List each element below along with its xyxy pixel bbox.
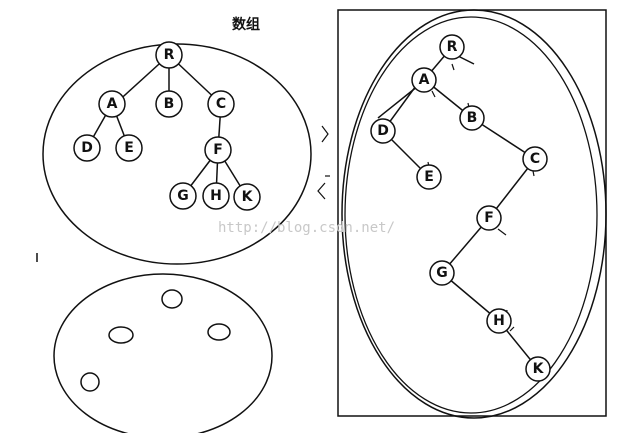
left-node-label: B	[164, 96, 175, 112]
left-node-f	[204, 136, 232, 164]
left-node-d	[73, 134, 101, 162]
right-node-label: H	[493, 313, 505, 329]
right-node-d	[370, 118, 396, 144]
right-ellipse-outer	[341, 9, 607, 419]
left-node-b	[155, 90, 183, 118]
memory-hole	[207, 323, 231, 341]
left-node-label: G	[177, 188, 189, 204]
left-node-label: R	[164, 47, 175, 63]
right-node-label: C	[530, 151, 540, 167]
right-node-e	[416, 164, 442, 190]
memory-ellipse	[53, 273, 273, 433]
right-node-g	[429, 260, 455, 286]
left-node-g	[169, 182, 197, 210]
right-node-label: R	[447, 39, 458, 55]
right-node-f	[476, 205, 502, 231]
memory-hole	[80, 372, 100, 392]
right-tree-edges	[377, 46, 539, 370]
memory-hole	[108, 326, 134, 344]
left-node-k	[233, 183, 261, 211]
right-node-k	[525, 356, 551, 382]
arrow-mark	[317, 182, 326, 200]
right-node-label: B	[467, 110, 478, 126]
left-node-label: K	[242, 189, 254, 205]
right-node-label: K	[533, 361, 545, 377]
left-node-label: F	[213, 142, 223, 158]
right-node-h	[486, 308, 512, 334]
left-node-c	[207, 90, 235, 118]
left-node-h	[202, 182, 230, 210]
left-node-label: H	[210, 188, 222, 204]
left-node-label: D	[81, 140, 93, 156]
left-tree-nodes: R A B C D E F G H K	[73, 41, 261, 211]
left-node-a	[98, 90, 126, 118]
right-node-c	[522, 146, 548, 172]
right-ellipse-inner	[344, 16, 598, 414]
watermark-text: http://blog.csdn.net/	[218, 220, 395, 236]
right-node-label: E	[424, 169, 434, 185]
caption-label: 数组	[232, 16, 260, 33]
left-node-e	[115, 134, 143, 162]
left-tree-edges	[86, 54, 248, 198]
right-tree-nodes: R A D B E C F G H K	[370, 34, 551, 382]
right-node-b	[459, 105, 485, 131]
left-node-label: E	[124, 140, 134, 156]
left-node-r	[155, 41, 183, 69]
memory-hole	[161, 289, 183, 309]
left-node-label: C	[216, 96, 226, 112]
right-node-label: D	[377, 123, 389, 139]
left-node-label: A	[107, 96, 118, 112]
right-node-r	[439, 34, 465, 60]
right-node-label: A	[419, 72, 430, 88]
right-node-label: F	[484, 210, 494, 226]
right-node-a	[411, 67, 437, 93]
arrow-mark	[321, 125, 329, 143]
right-tree-ticks	[427, 63, 535, 332]
right-node-label: G	[436, 265, 448, 281]
